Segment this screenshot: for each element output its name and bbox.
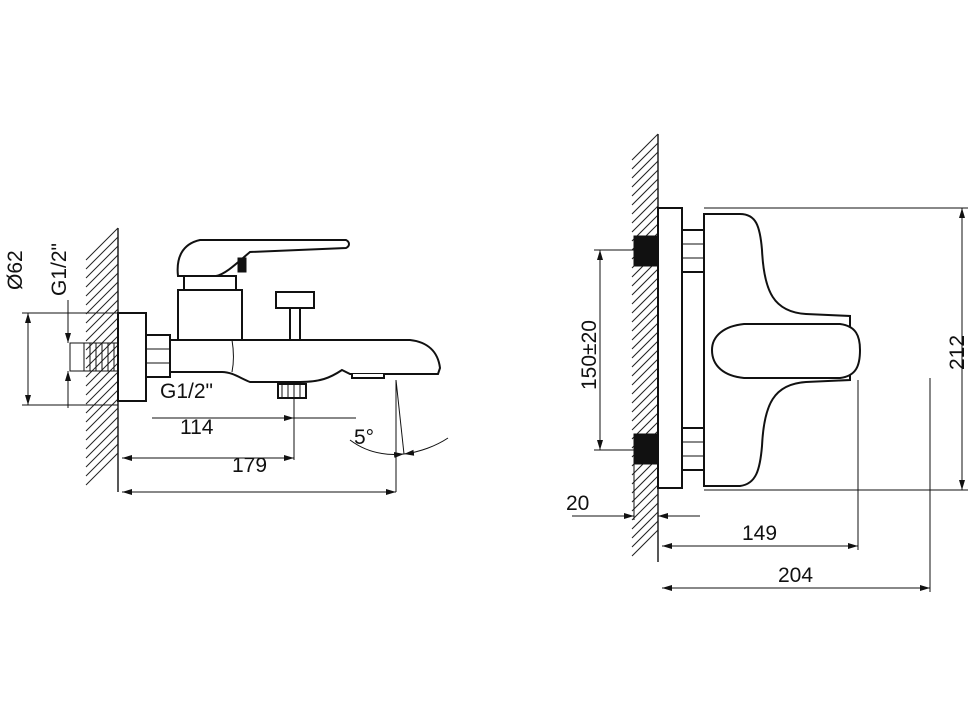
hatch-line <box>631 286 659 314</box>
shower-outlet <box>277 383 307 399</box>
hatch-line <box>85 254 119 288</box>
hatch-line <box>85 272 119 306</box>
hatch-line <box>631 502 659 530</box>
hatch-line <box>631 358 659 386</box>
hatch-line <box>631 187 659 215</box>
dim-212-label: 212 <box>946 335 969 370</box>
diverter-stem <box>289 307 301 341</box>
top-view: 150±20 20 149 204 212 <box>566 133 969 592</box>
dim-204-label: 204 <box>778 564 813 587</box>
hatch-line <box>631 529 659 557</box>
hex-nut <box>145 334 171 378</box>
side-view: Ø62 G1/2" G1/2" 114 179 5° <box>4 227 449 495</box>
hatch-line <box>85 245 119 279</box>
hatch-line <box>85 407 119 441</box>
hatch-line <box>631 295 659 323</box>
hatch-line <box>631 151 659 179</box>
hatch-line <box>631 196 659 224</box>
hatch-line <box>631 205 659 233</box>
dim-centers-label: 150±20 <box>578 320 601 390</box>
lever-top <box>710 323 862 379</box>
hatch-line <box>85 389 119 423</box>
hatch-line <box>631 133 659 161</box>
hatch-line <box>631 340 659 368</box>
hatch-line <box>631 475 659 503</box>
hatch-line <box>631 160 659 188</box>
hatch-line <box>85 416 119 450</box>
aerator <box>351 374 385 379</box>
hatch-line <box>631 493 659 521</box>
hatch-line <box>631 331 659 359</box>
hatch-line <box>631 511 659 539</box>
hatch-line <box>85 236 119 270</box>
hatch-line <box>631 394 659 422</box>
hatch-line <box>631 403 659 431</box>
hatch-line <box>85 299 119 333</box>
dim-angle-label: 5° <box>354 426 374 449</box>
hatch-line <box>85 317 119 351</box>
hatch-line <box>631 367 659 395</box>
hatch-line <box>85 362 119 396</box>
spout-body <box>169 339 442 383</box>
hatch-line <box>631 520 659 548</box>
hatch-line <box>85 227 119 261</box>
dim-20-label: 20 <box>566 492 589 515</box>
hatch-line <box>85 308 119 342</box>
eccentric-bottom <box>633 433 659 465</box>
hatch-line <box>631 385 659 413</box>
handle-indicator <box>237 257 247 273</box>
hatch-line <box>631 484 659 512</box>
hatch-line <box>631 313 659 341</box>
hatch-line <box>85 371 119 405</box>
hatch-line <box>631 376 659 404</box>
hatch-line <box>631 277 659 305</box>
mixer-body <box>177 289 243 341</box>
hatch-line <box>85 425 119 459</box>
hatch-line <box>631 322 659 350</box>
hatch-line <box>85 281 119 315</box>
hatch-line <box>85 434 119 468</box>
hatch-line <box>631 304 659 332</box>
dim-179-label: 179 <box>232 454 267 477</box>
mounting-block <box>657 207 683 489</box>
inlet-pipe <box>69 342 119 372</box>
eccentric-top <box>633 235 659 267</box>
hatch-line <box>85 380 119 414</box>
nut-top <box>681 229 705 273</box>
hatch-line <box>85 443 119 477</box>
nut-bottom <box>681 427 705 471</box>
hatch-line <box>631 169 659 197</box>
dim-114-label: 114 <box>180 416 214 439</box>
hatch-line <box>85 452 119 486</box>
hatch-line <box>85 398 119 432</box>
hatch-line <box>631 349 659 377</box>
hatch-line <box>631 466 659 494</box>
dim-thread-vertical-label: G1/2" <box>48 243 71 296</box>
dim-diameter-label: Ø62 <box>4 250 27 290</box>
hatch-line <box>631 268 659 296</box>
dim-149-label: 149 <box>742 522 777 545</box>
cartridge-cap <box>183 275 237 291</box>
wall-flange <box>117 312 147 402</box>
inlet-thread <box>83 343 115 371</box>
hatch-line <box>631 142 659 170</box>
dim-thread-bottom-label: G1/2" <box>160 380 213 403</box>
lever-handle <box>176 239 350 277</box>
hatch-line <box>85 263 119 297</box>
hatch-line <box>85 290 119 324</box>
hatch-line <box>631 178 659 206</box>
diverter-knob <box>275 291 315 309</box>
